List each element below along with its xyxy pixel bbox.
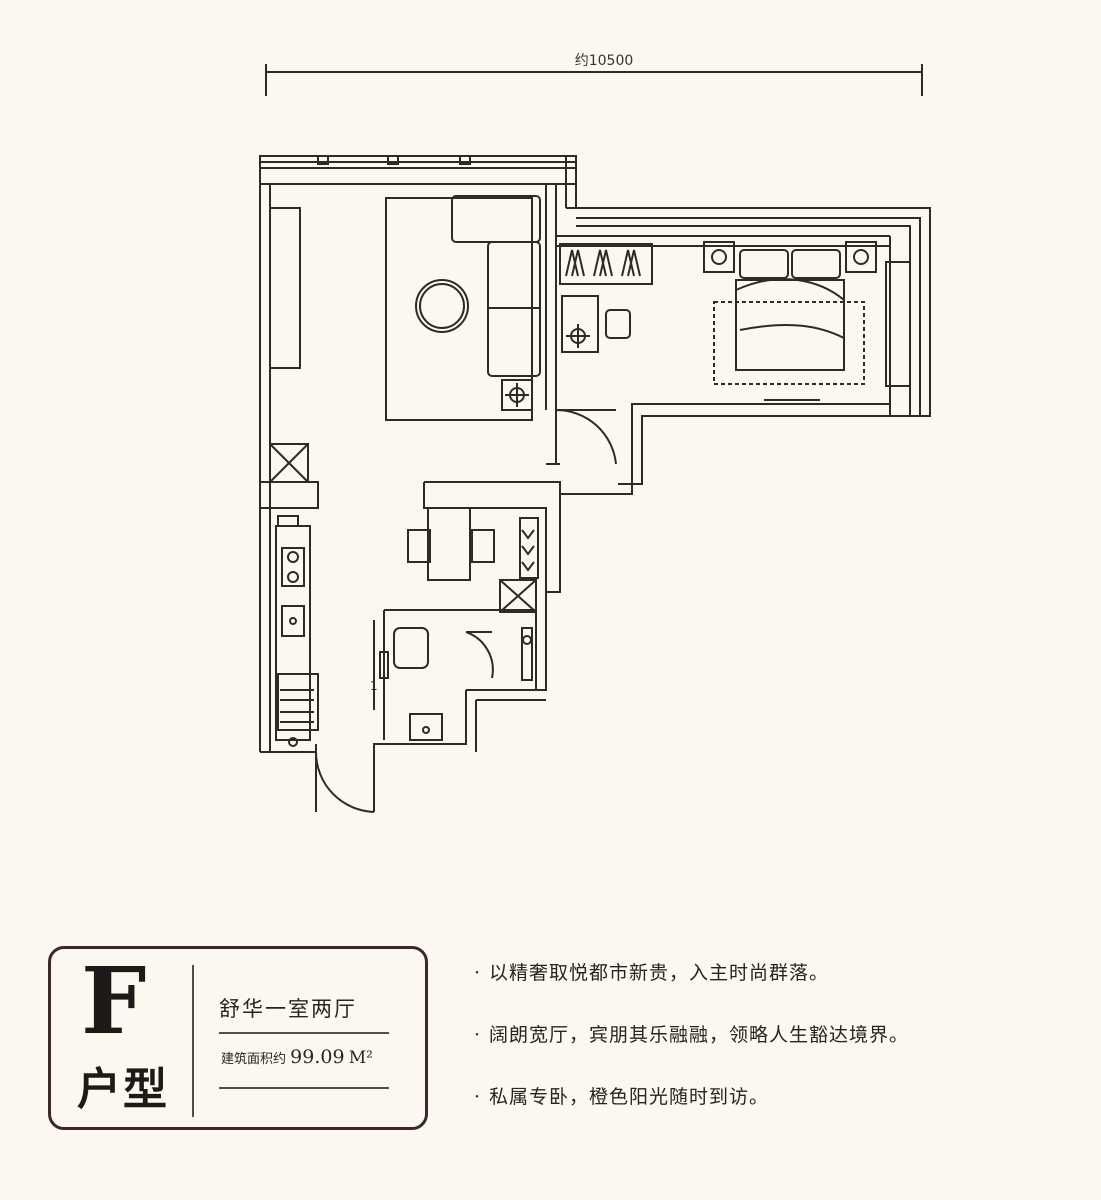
unit-name: 舒华一室两厅 [219,997,357,1021]
sofa-set [385,195,541,421]
area-value: 99.09 [290,1046,345,1068]
card-divider [192,965,194,1117]
dimension-line [265,64,923,96]
floor-plan: 1 [259,64,931,813]
living-door [555,408,617,465]
bedroom-furniture [559,241,877,401]
unit-info-card: F 户型 舒华一室两厅 建筑面积约 99.09 M² [48,946,428,1130]
dining-set [407,507,539,613]
bathroom-fixtures [379,627,533,741]
feature-list: ·以精奢取悦都市新贵，入主时尚群落。 ·阔朗宽厅，宾朋其乐融融，领略人生豁达境界… [474,958,1074,1144]
feature-item: ·私属专卧，橙色阳光随时到访。 [474,1086,770,1108]
unit-type-label: 户型 [77,1064,169,1115]
unit-letter: F [81,947,147,1055]
unit-area: 建筑面积约 99.09 M² [221,1046,373,1068]
dimension-label: 约10500 [574,53,634,69]
door-number: 1 [370,679,378,693]
tv-cabinet [269,207,301,369]
duct-shaft [269,443,309,483]
area-prefix: 建筑面积约 [221,1052,287,1067]
entrance-door [315,751,375,813]
area-unit: M² [348,1048,373,1068]
feature-item: ·阔朗宽厅，宾朋其乐融融，领略人生豁达境界。 [474,1024,910,1046]
feature-item: ·以精奢取悦都市新贵，入主时尚群落。 [474,962,830,984]
exterior-walls [259,155,931,812]
card-rule-bottom [219,1087,389,1089]
card-rule-top [219,1032,389,1034]
kitchen-counter [275,515,319,747]
